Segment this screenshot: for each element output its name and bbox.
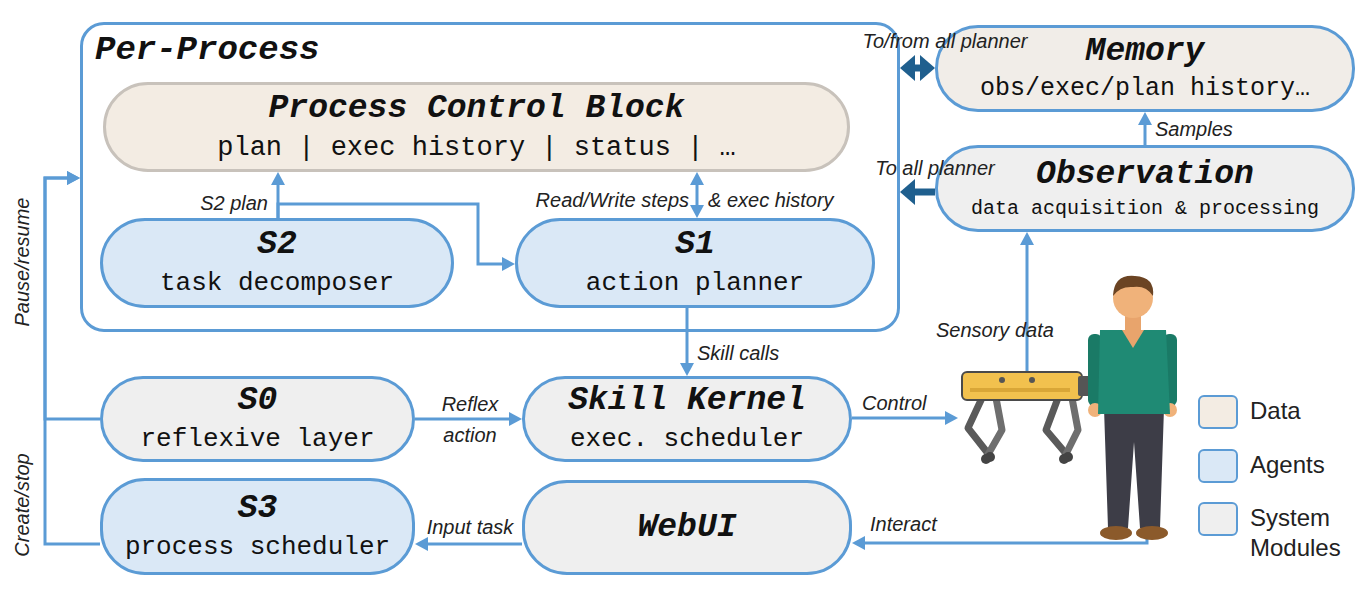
edge-label: Skill calls	[697, 341, 837, 365]
legend-swatch	[1198, 449, 1238, 483]
arrow-head	[920, 55, 935, 81]
node-subtitle: action planner	[586, 268, 804, 299]
node-title: Skill Kernel	[568, 382, 806, 420]
node-title: Observation	[1036, 156, 1254, 194]
node-title: Process Control Block	[269, 90, 685, 128]
node-subtitle: obs/exec/plan history…	[980, 74, 1310, 104]
edge-label: Create/stop	[10, 425, 34, 585]
node-title: WebUI	[637, 509, 736, 547]
arrow-head	[509, 412, 522, 426]
legend-text: Data	[1250, 396, 1368, 426]
arrow-head	[680, 363, 694, 376]
legend-text: System Modules	[1250, 503, 1368, 563]
arrow-head	[900, 179, 915, 205]
agent-box: S1 action planner	[515, 218, 875, 308]
arrow-head	[415, 537, 428, 551]
arrow-head	[1138, 112, 1152, 125]
agent-box: S3 process scheduler	[100, 478, 415, 575]
robot-illustration	[962, 372, 1090, 464]
edge-label: To/from all planner	[835, 29, 1055, 53]
node-title: S2	[257, 226, 297, 264]
connector-line	[1144, 123, 1147, 145]
module-box: WebUI	[522, 480, 852, 575]
bus-arrow	[900, 179, 935, 205]
arrow-head	[67, 171, 80, 185]
interact-wire	[852, 490, 1154, 550]
node-title: Per-Process	[95, 31, 319, 70]
wire-label: Control	[862, 391, 926, 415]
legend-text: Agents	[1250, 450, 1368, 480]
node-subtitle: reflexive layer	[140, 424, 374, 455]
node-subtitle: data acquisition & processing	[971, 197, 1319, 221]
person-illustration	[1088, 276, 1177, 540]
edge-label: Read/Write steps	[470, 188, 689, 212]
wire-label: Interact	[870, 512, 937, 536]
node-subtitle: process scheduler	[125, 532, 390, 563]
wire-label: Sensory data	[936, 318, 1054, 342]
edge-label: Pause/resume	[10, 172, 34, 352]
legend-swatch	[1198, 502, 1238, 536]
node-subtitle: task decomposer	[160, 268, 394, 299]
edge-label: S2 plan	[150, 191, 268, 215]
process-container: Per-ProcessProcess Control Block plan | e…	[80, 22, 900, 332]
connector-line	[913, 189, 935, 196]
module-box: S0 reflexive layer	[100, 376, 415, 462]
connector	[415, 537, 522, 551]
sensory-wire	[1020, 232, 1034, 372]
node-subtitle: plan | exec history | status | …	[217, 132, 735, 164]
node-subtitle: exec. scheduler	[570, 424, 804, 455]
wire-label: & exec history	[708, 188, 834, 212]
connector	[1138, 112, 1152, 145]
node-title: S1	[675, 226, 715, 264]
data-block: Process Control Block plan | exec history…	[103, 82, 850, 172]
edge-label: Input task	[425, 512, 515, 543]
node-title: Memory	[1086, 33, 1205, 71]
arrow-head	[900, 55, 915, 81]
bus-arrow	[900, 55, 935, 81]
agent-box: S2 task decomposer	[100, 218, 454, 308]
node-title: S3	[238, 490, 278, 528]
module-box: Skill Kernel exec. scheduler	[522, 376, 852, 462]
connector-line	[415, 418, 511, 421]
edge-label: Samples	[1155, 117, 1275, 141]
connector-line	[426, 543, 522, 546]
arrow-head	[67, 171, 80, 185]
connector-line	[913, 65, 923, 72]
node-title: S0	[238, 382, 278, 420]
edge-label: To all planner	[850, 156, 1020, 180]
edge-label: Reflex action	[425, 389, 515, 451]
module-box: Observation data acquisition & processing	[935, 145, 1355, 232]
legend-swatch	[1198, 395, 1238, 429]
